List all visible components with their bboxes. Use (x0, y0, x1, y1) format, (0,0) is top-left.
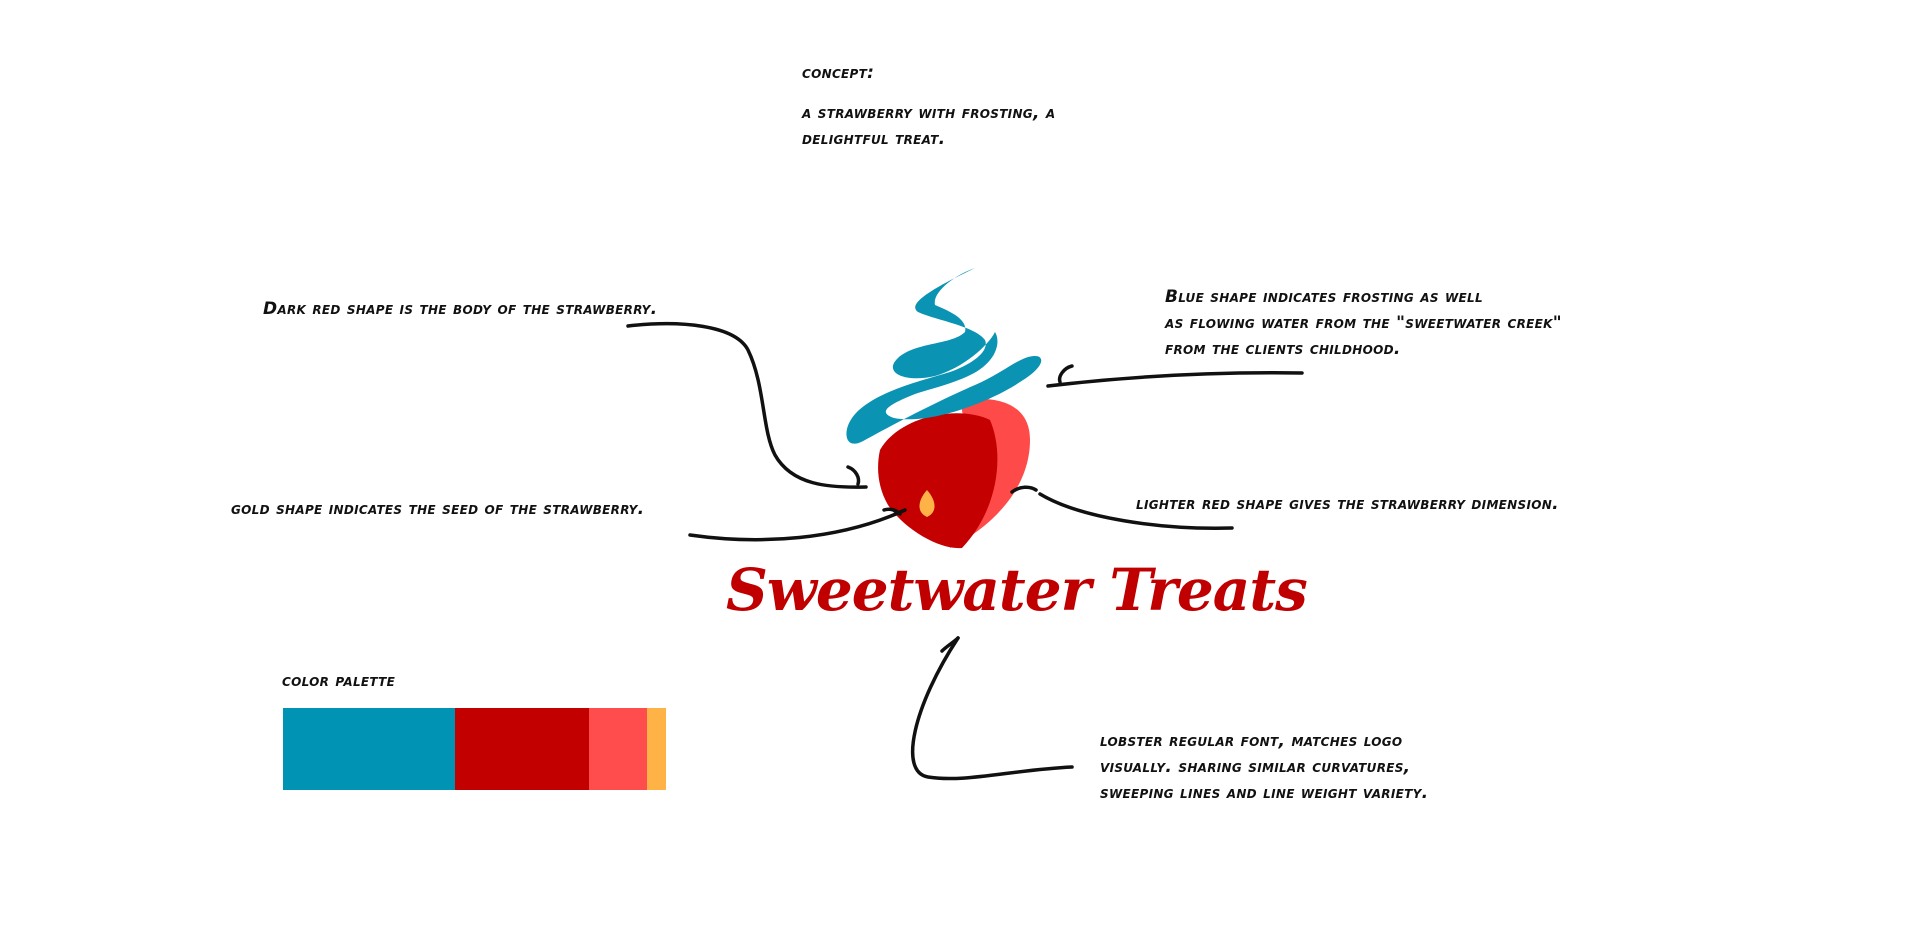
palette-label: color palette (282, 668, 395, 694)
annotation-font: lobster regular font, matches logo visua… (1100, 728, 1428, 806)
palette-swatch-light-red (589, 708, 647, 790)
concept-description: a strawberry with frosting, a delightful… (802, 100, 1056, 152)
leader-tick-dimension (1010, 485, 1038, 494)
annotation-line: Blue shape indicates frosting as well (1165, 287, 1483, 307)
seed-shape (919, 490, 935, 517)
annotation-seed: gold shape indicates the seed of the str… (231, 496, 644, 522)
leader-line-body (626, 321, 868, 489)
palette-swatch-dark-red (455, 708, 589, 790)
annotation-frosting: Blue shape indicates frosting as well as… (1165, 284, 1562, 362)
concept-heading: concept: (802, 60, 874, 86)
annotation-line: lobster regular font, matches logo (1100, 731, 1403, 751)
concept-line: a strawberry with frosting, a (802, 103, 1056, 123)
annotation-line: sweeping lines and line weight variety. (1100, 783, 1429, 803)
strawberry-body-shape (878, 413, 998, 549)
annotation-line: lighter red shape gives the strawberry d… (1136, 494, 1559, 514)
leader-line-dimension (1038, 492, 1234, 530)
leader-tick-seed (882, 507, 902, 516)
concept-line: delightful treat. (802, 129, 946, 149)
leader-line-font (910, 636, 1074, 781)
frosting-swirl-shape (846, 268, 1042, 444)
annotation-line: visually. sharing similar curvatures, (1100, 757, 1411, 777)
leader-tick-font (940, 636, 960, 653)
leader-tick-body (846, 465, 861, 486)
leader-line-seed (688, 508, 907, 542)
color-palette (283, 708, 666, 790)
annotation-body: Dark red shape is the body of the strawb… (263, 296, 657, 322)
palette-swatch-blue (283, 708, 455, 790)
leader-tick-frosting (1057, 364, 1074, 384)
annotation-line: as flowing water from the "sweetwater cr… (1165, 313, 1562, 333)
annotation-line: Dark red shape is the body of the strawb… (263, 299, 658, 319)
palette-label-text: color palette (282, 671, 396, 691)
palette-swatch-gold (647, 708, 666, 790)
brand-wordmark: Sweetwater Treats (726, 556, 1308, 624)
annotation-line: gold shape indicates the seed of the str… (231, 499, 645, 519)
concept-heading-text: concept: (802, 63, 875, 83)
leader-lines (626, 321, 1304, 781)
annotation-dimension: lighter red shape gives the strawberry d… (1136, 491, 1559, 517)
annotation-line: from the clients childhood. (1165, 339, 1401, 359)
leader-line-frosting (1046, 371, 1304, 388)
